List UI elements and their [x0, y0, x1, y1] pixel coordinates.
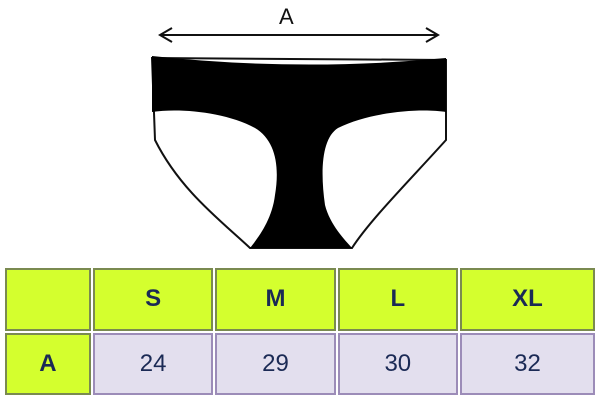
- header-cell-l: L: [337, 268, 458, 331]
- value-cell: 24: [92, 332, 214, 395]
- width-arrow: [158, 27, 440, 43]
- dimension-label: A: [279, 4, 294, 29]
- size-table: S M L XL A 24 29 30 32: [3, 266, 597, 397]
- briefs-diagram: [150, 27, 447, 249]
- row-label: A: [5, 332, 91, 395]
- briefs-waistband: [152, 56, 446, 248]
- header-cell-empty: [5, 268, 91, 331]
- table-header-row: S M L XL: [5, 268, 595, 331]
- value-cell: 32: [459, 332, 595, 395]
- table-row: A 24 29 30 32: [5, 332, 595, 395]
- header-cell-s: S: [92, 268, 214, 331]
- value-cell: 30: [337, 332, 458, 395]
- value-cell: 29: [215, 332, 336, 395]
- header-cell-xl: XL: [459, 268, 595, 331]
- header-cell-m: M: [215, 268, 336, 331]
